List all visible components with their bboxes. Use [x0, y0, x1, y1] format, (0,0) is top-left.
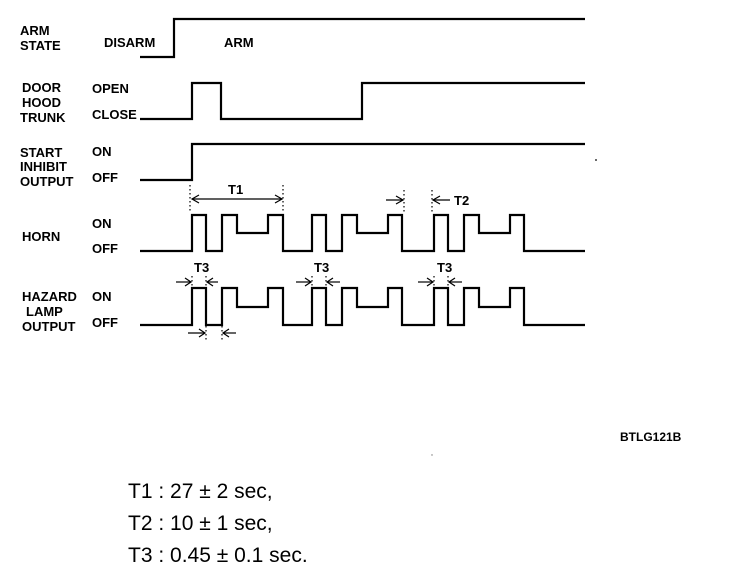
- t3-label-3: T3: [437, 260, 452, 275]
- hazard-on-label: ON: [92, 289, 112, 304]
- horn-on-label: ON: [92, 216, 112, 231]
- start-inhibit-label-line-2: INHIBIT: [20, 159, 67, 174]
- start-inhibit-label-line-3: OUTPUT: [20, 174, 74, 189]
- arm-state-label-line-1: ARM: [20, 23, 50, 38]
- t3-dimension-2: [296, 276, 340, 288]
- legend-t2-sep: :: [158, 512, 165, 535]
- scan-speck: [431, 454, 433, 456]
- arm-state-waveform: [140, 17, 585, 59]
- start-inhibit-label-line-1: START: [20, 145, 62, 160]
- arm-state-label-line-2: STATE: [20, 38, 61, 53]
- legend-t3-sep: :: [158, 544, 165, 567]
- t3-dimension-1: [176, 276, 236, 340]
- horn-waveform: [140, 213, 585, 253]
- t1-label: T1: [228, 182, 243, 197]
- legend-row-t2: T2 : 10 ± 1 sec,: [128, 508, 308, 540]
- start-inhibit-waveform: [140, 142, 585, 182]
- door-label-line-2: HOOD: [22, 95, 61, 110]
- legend-row-t1: T1 : 27 ± 2 sec,: [128, 476, 308, 508]
- legend-t3-symbol: T3: [128, 544, 153, 567]
- hazard-label-line-2: LAMP: [26, 304, 63, 319]
- door-close-label: CLOSE: [92, 107, 137, 122]
- t3-label-1: T3: [194, 260, 209, 275]
- t2-label: T2: [454, 193, 469, 208]
- legend-t2-symbol: T2: [128, 512, 153, 535]
- legend-row-t3: T3 : 0.45 ± 0.1 sec.: [128, 540, 308, 572]
- horn-off-label: OFF: [92, 241, 118, 256]
- legend-t1-sep: :: [158, 480, 165, 503]
- start-inhibit-off-label: OFF: [92, 170, 118, 185]
- horn-label: HORN: [22, 229, 60, 244]
- legend-t2-value: 10 ± 1 sec,: [170, 512, 273, 535]
- legend-t1-symbol: T1: [128, 480, 153, 503]
- t3-label-2: T3: [314, 260, 329, 275]
- t3-dimension-3: [418, 276, 462, 288]
- hazard-lamp-waveform: [140, 286, 585, 327]
- arm-state-arm-label: ARM: [224, 35, 254, 50]
- door-label-line-3: TRUNK: [20, 110, 66, 125]
- door-hood-trunk-waveform: [140, 81, 585, 121]
- door-label-line-1: DOOR: [22, 80, 62, 95]
- figure-code: BTLG121B: [620, 430, 682, 444]
- timing-legend: T1 : 27 ± 2 sec, T2 : 10 ± 1 sec, T3 : 0…: [128, 476, 308, 572]
- start-inhibit-on-label: ON: [92, 144, 112, 159]
- scan-speck: [595, 159, 597, 161]
- arm-state-disarm-label: DISARM: [104, 35, 155, 50]
- t2-dimension: [386, 190, 450, 213]
- hazard-off-label: OFF: [92, 315, 118, 330]
- legend-t1-value: 27 ± 2 sec,: [170, 480, 273, 503]
- door-open-label: OPEN: [92, 81, 129, 96]
- legend-t3-value: 0.45 ± 0.1 sec.: [170, 544, 308, 567]
- t1-dimension: [189, 185, 284, 213]
- hazard-label-line-1: HAZARD: [22, 289, 77, 304]
- hazard-label-line-3: OUTPUT: [22, 319, 76, 334]
